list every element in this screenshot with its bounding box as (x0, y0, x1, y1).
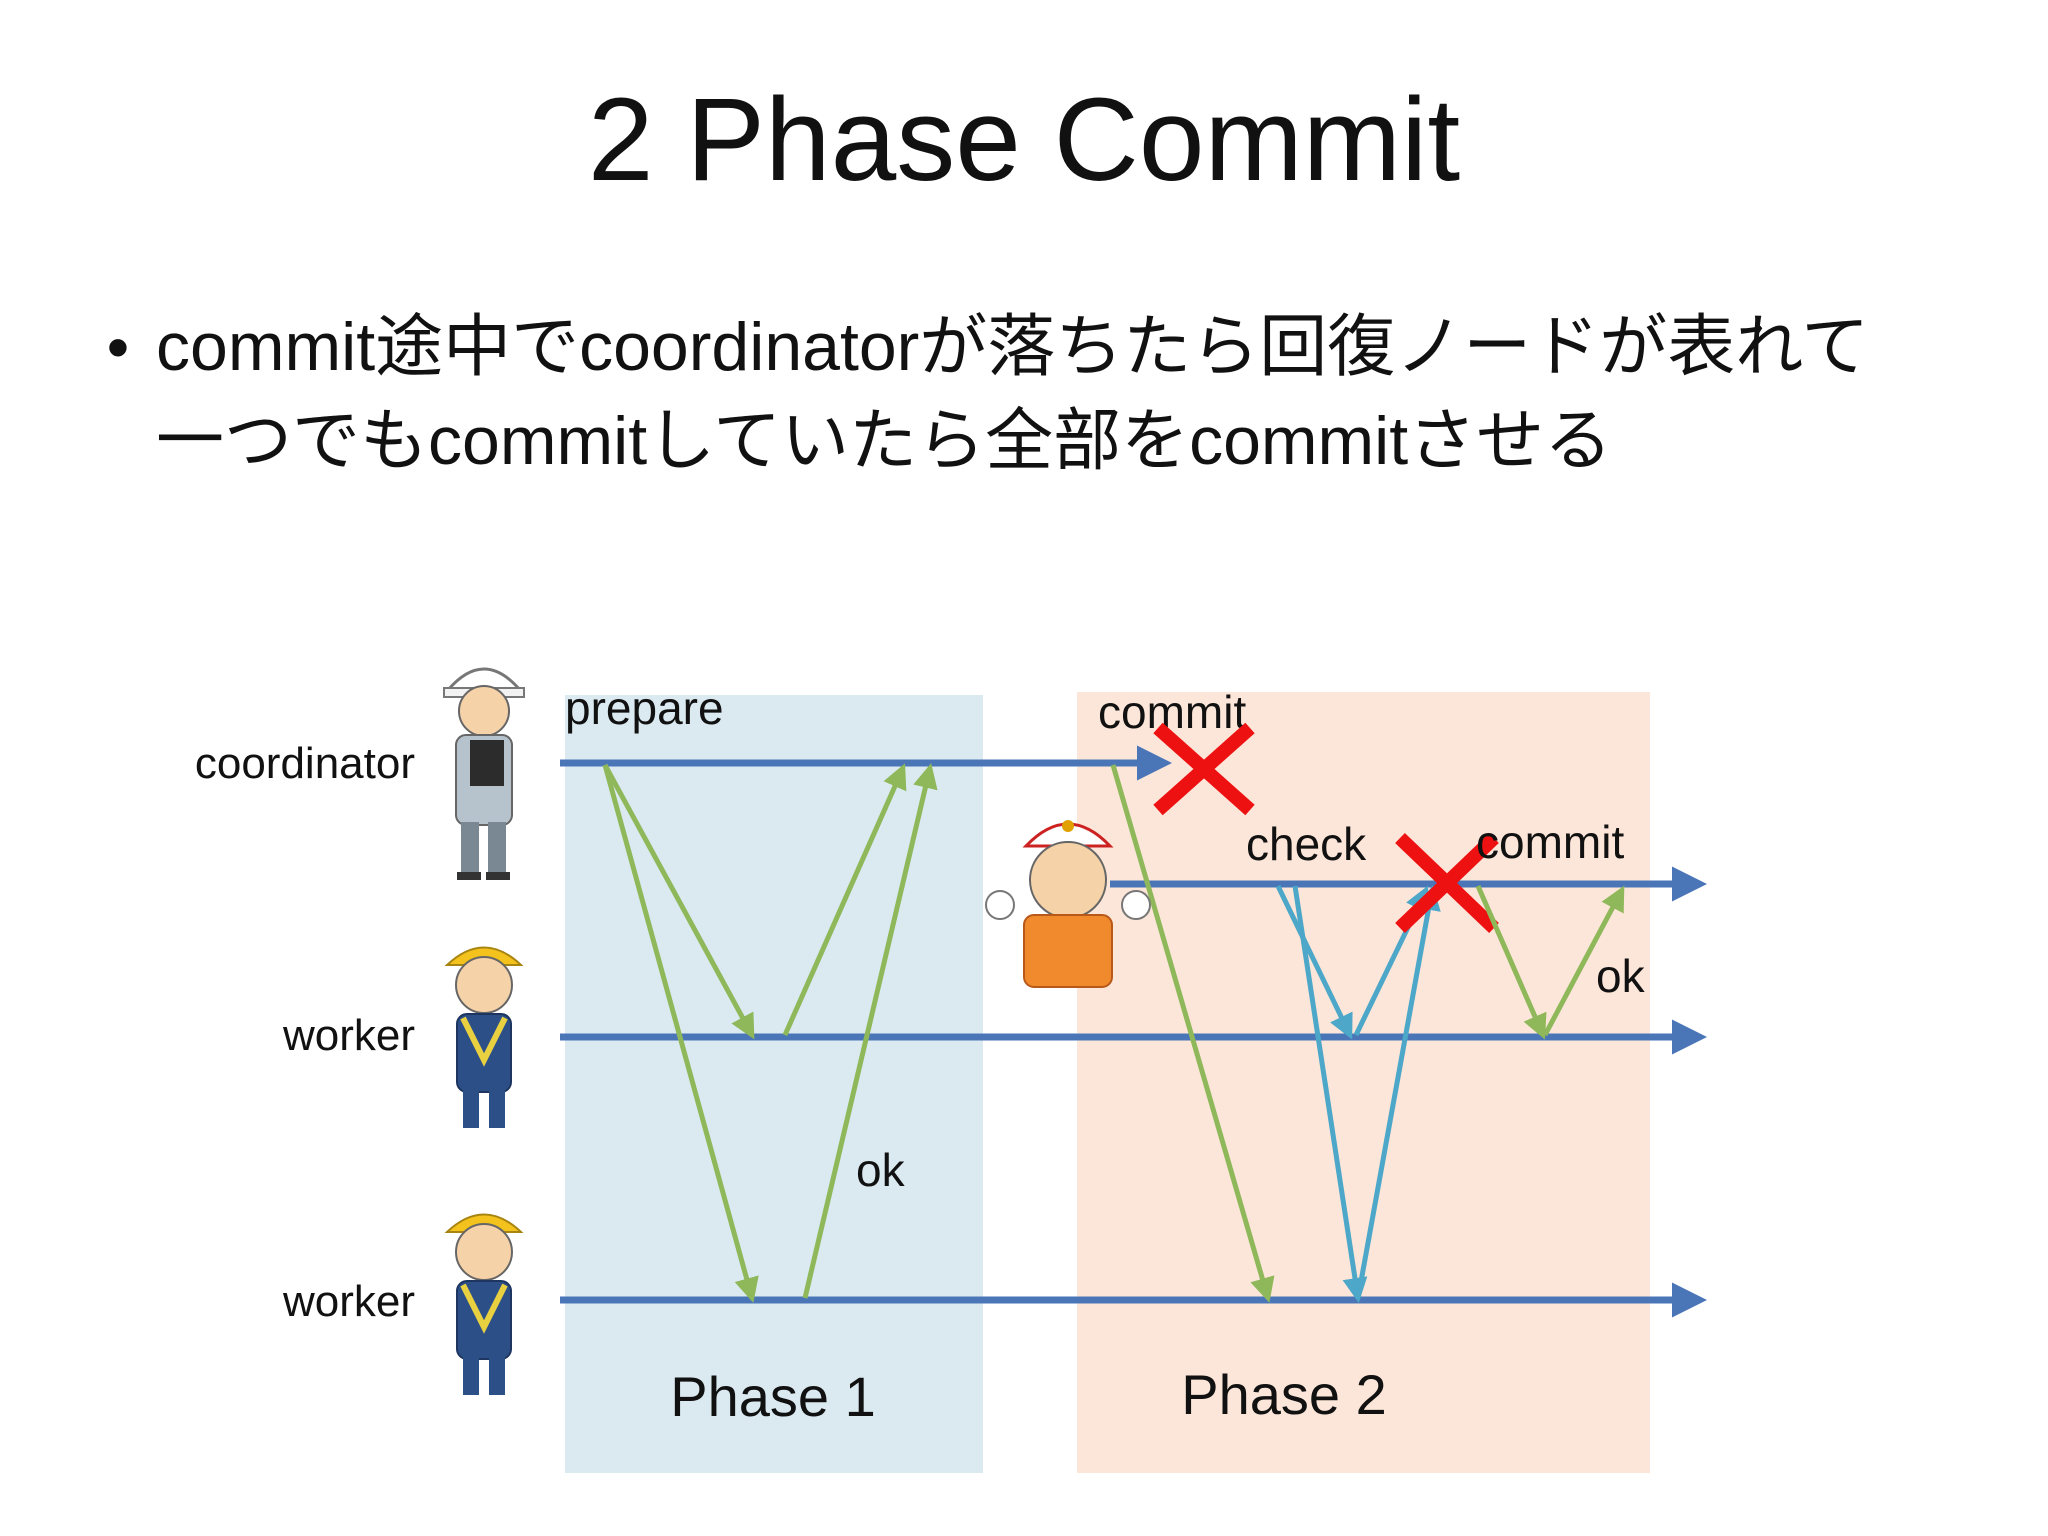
phase1-label: Phase 1 (670, 1365, 876, 1428)
recovery-node-icon (985, 820, 1151, 988)
phase2-ok-label: ok (1596, 950, 1646, 1002)
check-label: check (1246, 818, 1367, 870)
check-arrow-worker2 (1292, 885, 1368, 1303)
failure-x-icon (1153, 722, 1255, 816)
prepare-arrow-worker2 (602, 764, 759, 1303)
worker-icon (444, 946, 524, 1128)
coordinator-label: coordinator (195, 739, 415, 788)
commit-failed-label: commit (1098, 686, 1246, 738)
slide-title: 2 Phase Commit (587, 74, 1461, 206)
phase2-region (1077, 692, 1650, 1473)
phase2-label: Phase 2 (1181, 1363, 1387, 1426)
bullet-item: • commit途中でcoordinatorが落ちたら回復ノードが表れて一つでも… (80, 300, 1920, 488)
worker1-label: worker (282, 1011, 415, 1060)
check-reply-worker2 (1355, 885, 1441, 1299)
bullet-marker: • (106, 311, 130, 383)
recovery-ok-arrow (1542, 885, 1625, 1037)
phase1-ok-label: ok (856, 1144, 906, 1196)
bullet-list: • commit途中でcoordinatorが落ちたら回復ノードが表れて一つでも… (80, 300, 1920, 488)
worker2-label: worker (282, 1277, 415, 1326)
bullet-text: commit途中でcoordinatorが落ちたら回復ノードが表れて一つでもco… (156, 309, 1870, 479)
prepare-label: prepare (565, 682, 724, 734)
coordinator-worker-icon (443, 667, 525, 880)
prepare-arrow-worker1 (602, 763, 755, 1040)
ok-arrow-worker2 (802, 763, 938, 1299)
worker-icon (444, 1213, 524, 1395)
ok-arrow-worker1 (782, 763, 907, 1037)
recovery-commit-arrow (1475, 885, 1547, 1040)
failure-x-icon (1395, 832, 1499, 934)
commit-arrow-worker2 (1110, 764, 1275, 1303)
recovery-commit-messages (1475, 885, 1625, 1040)
check-arrow-worker1 (1275, 884, 1353, 1040)
commit-recovery-label: commit (1476, 816, 1624, 868)
phase1-messages (602, 763, 938, 1303)
